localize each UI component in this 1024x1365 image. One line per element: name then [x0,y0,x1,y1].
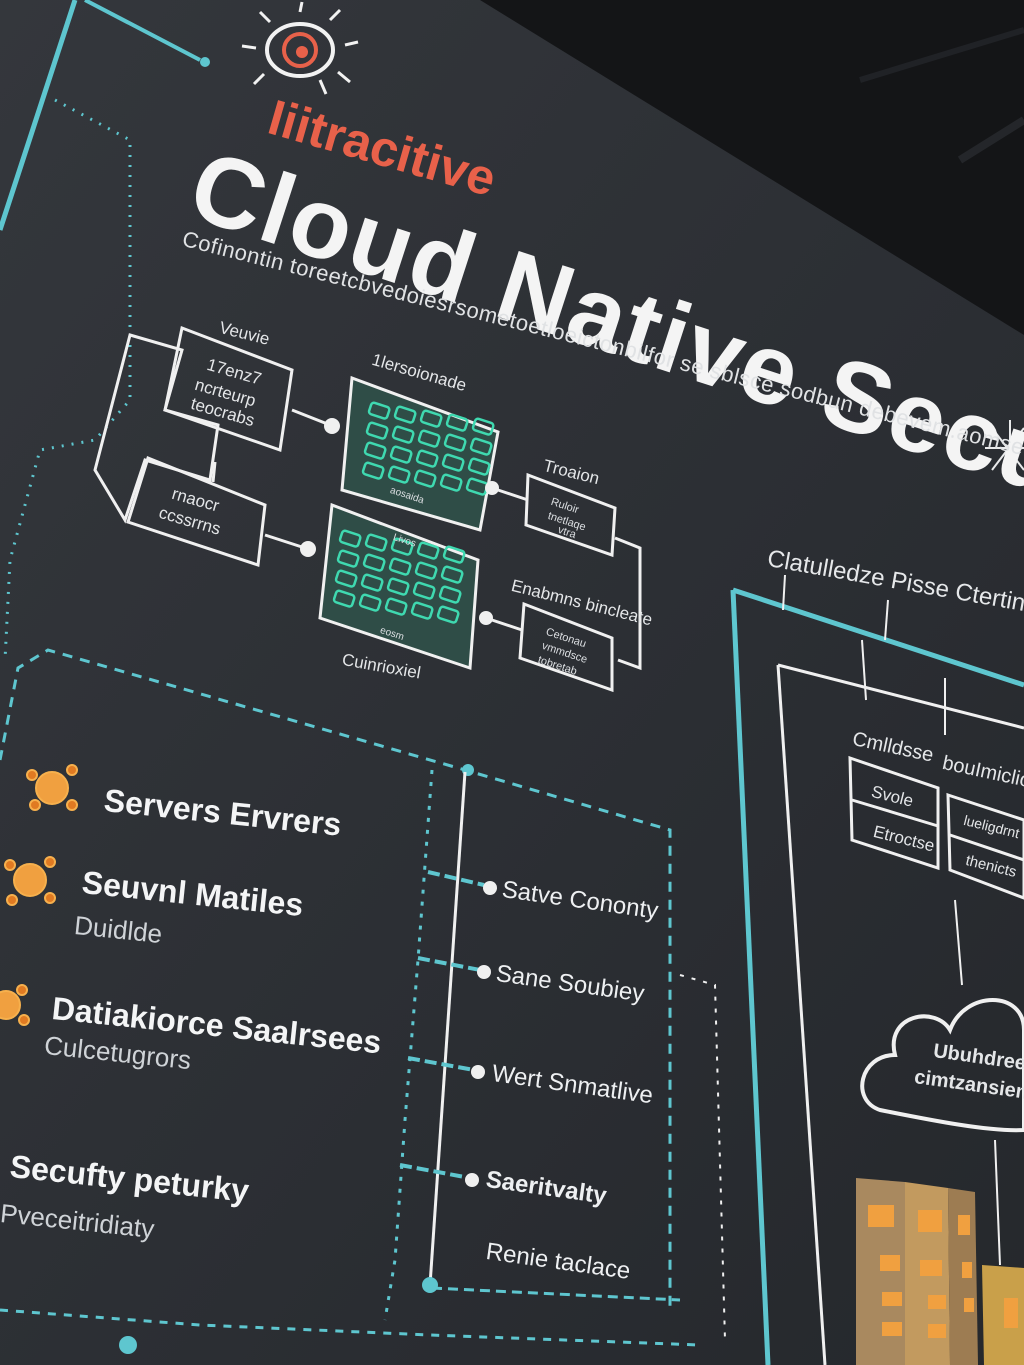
grid-cell [469,437,493,456]
grid-cell [389,445,413,464]
virus-icon [0,764,78,1026]
grid-cell [384,597,408,616]
grid-cell [361,461,385,480]
grid-cell [336,549,360,568]
grid-cell [440,565,464,584]
eye-sun-icon [241,1,359,95]
grid-cell [441,453,465,472]
grid-cell [471,417,495,436]
grid-cell [415,449,439,468]
grid-cell [358,593,382,612]
grid1 [340,375,500,532]
cloud-icon [860,998,1024,1133]
grid2 [318,502,480,671]
grid-cell [416,541,440,560]
grid-cell [442,545,466,564]
building-icon [856,1178,1024,1365]
grid-cell [365,421,389,440]
grid-cell [332,589,356,608]
grid-cell [390,537,414,556]
grid-cell [362,553,386,572]
grid-cell [334,569,358,588]
grid-cell [393,405,417,424]
grid-cell [413,469,437,488]
grid-cell [436,605,460,624]
grid-cell [439,473,463,492]
grid-cell [364,533,388,552]
grid-cell [338,529,362,548]
grid-cell [391,425,415,444]
grid-cell [410,601,434,620]
grid-cell [414,561,438,580]
grid-cell [386,577,410,596]
box1-frame [163,325,294,453]
grid-cell [438,585,462,604]
grid-cell [363,441,387,460]
grid-cell [443,433,467,452]
box2-frame [126,456,267,568]
grid-cell [417,429,441,448]
grid-cell [419,409,443,428]
grid-cell [445,413,469,432]
grid-cell [387,465,411,484]
grid-cell [367,401,391,420]
grid-cell [360,573,384,592]
grid-cell [467,457,491,476]
sparkle-icon [985,420,1024,475]
grid-cell [388,557,412,576]
grid-cell [412,581,436,600]
